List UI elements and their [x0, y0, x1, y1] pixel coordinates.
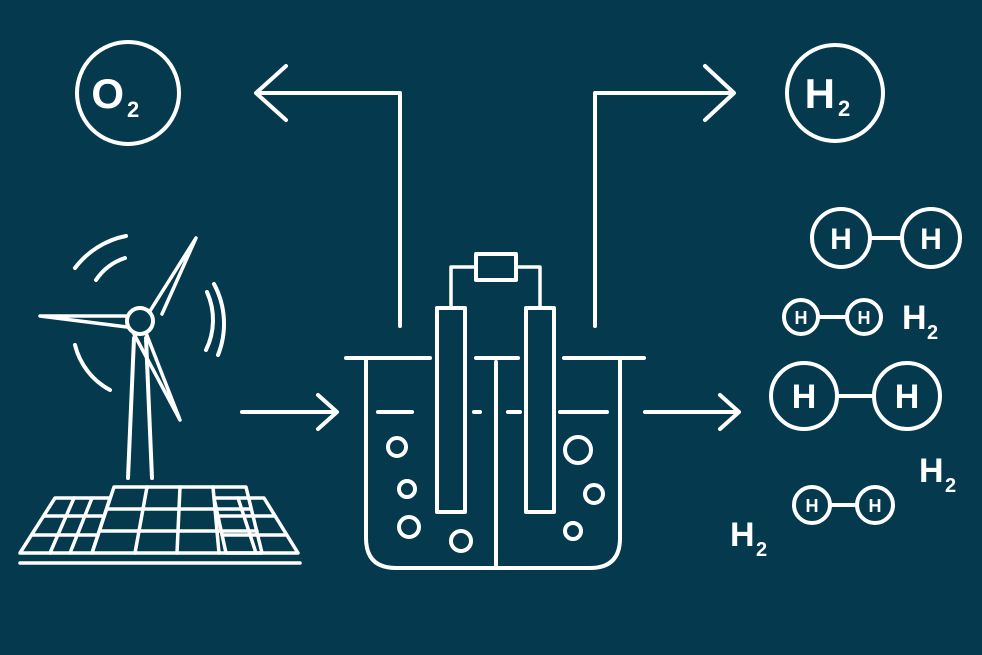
bubble	[397, 515, 421, 539]
power-source	[474, 252, 518, 282]
h2-subscript: 2	[945, 475, 956, 497]
oxygen-outflow-arrow	[254, 64, 402, 328]
hydrogen-symbol: H	[805, 70, 835, 117]
oxygen-circle	[75, 40, 181, 146]
electrolyzer-icon	[344, 252, 646, 570]
oxygen-subscript: 2	[127, 97, 139, 122]
bubble	[386, 436, 408, 458]
arrow-icon	[254, 64, 288, 122]
h2-subscript: 2	[927, 322, 938, 344]
hydrogen-outflow-arrow	[593, 64, 736, 328]
tank-body	[364, 356, 622, 570]
atom-label: H	[920, 223, 942, 256]
power-input-arrow	[240, 393, 339, 431]
turbine-blade	[132, 331, 182, 422]
solar-panel-icon	[18, 485, 302, 565]
h2-label: H 2	[919, 452, 956, 497]
bubble	[397, 479, 417, 499]
cathode-electrode	[524, 306, 556, 514]
motion-arc	[94, 256, 127, 282]
wire	[514, 265, 542, 310]
hydrogen-circle	[785, 43, 885, 143]
bubble	[563, 435, 593, 465]
panel-grid-line	[133, 485, 149, 555]
bubble	[583, 483, 605, 505]
wire	[449, 265, 478, 310]
bubble	[563, 521, 583, 541]
motion-arc	[73, 343, 112, 392]
bubble	[449, 529, 473, 553]
h2-symbol: H	[919, 452, 944, 490]
panel-grid-line	[236, 496, 258, 555]
atom-label: H	[792, 378, 817, 416]
oxygen-symbol: O	[91, 70, 124, 117]
panel-grid-line	[175, 485, 182, 555]
turbine-tower	[126, 336, 136, 480]
motion-arc	[212, 282, 226, 357]
arrow-icon	[703, 64, 736, 122]
panel-grid-line	[48, 496, 76, 555]
motion-arc	[204, 290, 215, 352]
turbine-blade	[38, 314, 129, 329]
motion-arc	[73, 234, 128, 270]
atom-label: H	[858, 308, 871, 328]
panel-grid-line	[68, 496, 94, 555]
h2-symbol: H	[730, 516, 755, 554]
turbine-blade	[148, 236, 198, 316]
hydrogen-pipe	[593, 91, 734, 328]
molecule-icon: H H	[769, 361, 942, 431]
hydrogen-output-arrow	[643, 393, 741, 431]
atom-label: H	[895, 378, 920, 416]
atom-label: H	[830, 223, 852, 256]
atom-label: H	[869, 496, 882, 516]
h2-label: H 2	[902, 299, 938, 344]
hydrogen-badge: H 2	[785, 43, 885, 143]
h2-symbol: H	[902, 299, 927, 337]
oxygen-pipe	[256, 91, 402, 328]
h2-label: H 2	[730, 516, 767, 561]
oxygen-badge: O 2	[75, 40, 181, 146]
molecule-icon: H H	[810, 207, 962, 269]
molecule-icon: H H	[782, 298, 883, 336]
hydrogen-subscript: 2	[838, 96, 850, 121]
turbine-hub	[125, 306, 155, 336]
wind-turbine-icon	[38, 234, 226, 480]
arrow-icon	[718, 393, 741, 431]
atom-label: H	[806, 496, 819, 516]
h2-subscript: 2	[756, 539, 767, 561]
atom-label: H	[795, 308, 808, 328]
anode-electrode	[435, 306, 467, 514]
molecule-icon: H H	[792, 485, 895, 525]
arrow-icon	[316, 393, 339, 431]
